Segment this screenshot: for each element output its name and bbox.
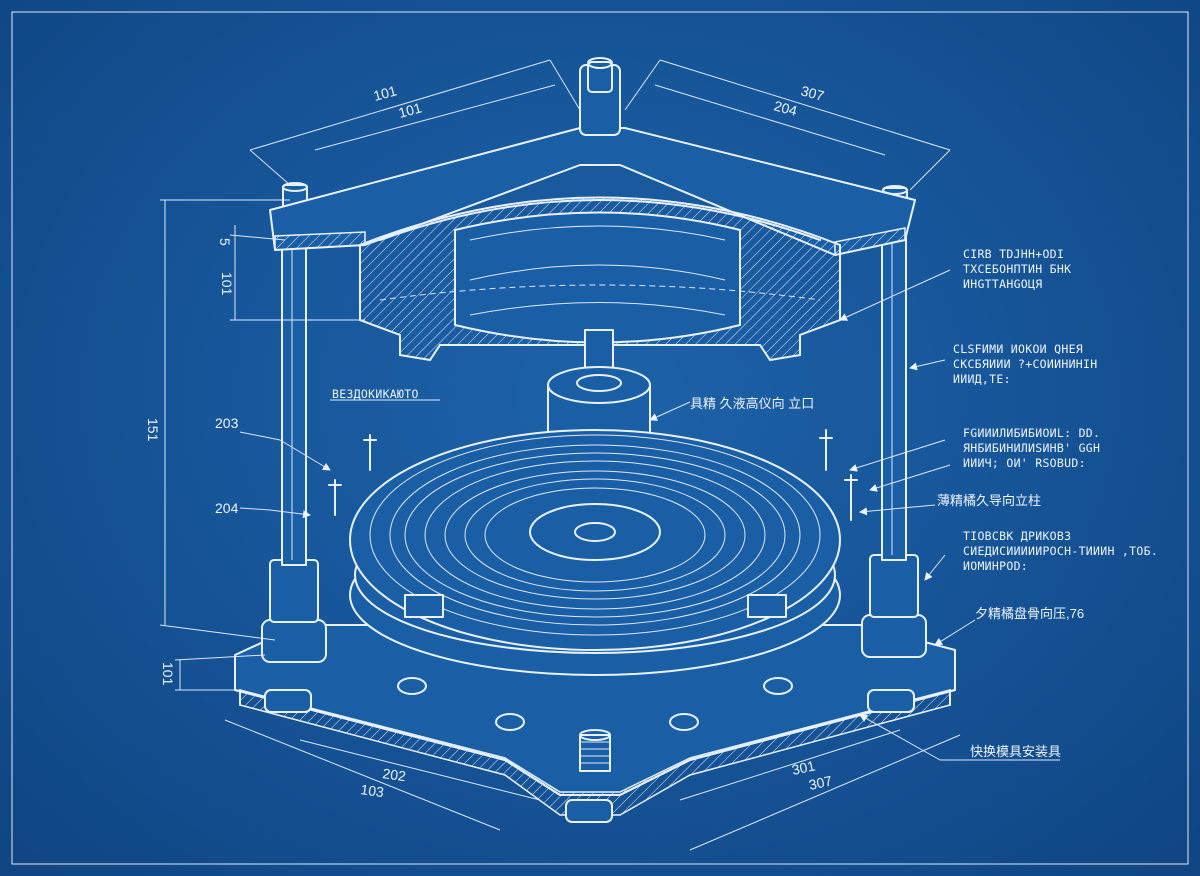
callout-center-label: 具精 久液高仪向 立口 xyxy=(690,396,814,411)
annotation-5-line-1: ТІОВСВК ДРИКОВЗ xyxy=(963,529,1071,543)
dim-bottom-right-inner: 301 xyxy=(790,757,816,778)
annotation-6: 夕精橘盘骨向压,76 xyxy=(975,606,1084,621)
clamp-right xyxy=(747,594,787,618)
base-hole-1 xyxy=(397,677,427,695)
dim-top-left-inner: 101 xyxy=(397,99,424,121)
annotation-1-line-2: ТХСЕБОНПТИН БНК xyxy=(963,262,1071,276)
annotation-2-line-2: СКСБЯИИИ ?+СОИИНИНІН xyxy=(953,357,1097,371)
callout-204: 204 xyxy=(215,500,239,516)
callout-203: 203 xyxy=(215,415,239,431)
guide-pillar-right xyxy=(861,185,927,658)
annotation-7: 快换模具安装具 xyxy=(970,744,1061,759)
annotation-3-line-3: ИИИЧ; ОИ' RSOBUD: xyxy=(963,456,1086,470)
base-hole-3 xyxy=(495,713,525,731)
annotation-5-line-3: ИОМИНРОD: xyxy=(963,559,1028,573)
dim-left-mid: 101 xyxy=(219,272,235,296)
upper-die xyxy=(359,196,841,362)
dim-bottom-left-outer: 103 xyxy=(360,781,386,800)
base-hole-2 xyxy=(763,677,793,695)
base-plate xyxy=(234,624,956,823)
annotation-1-line-3: ИНGТТАНGОЦЯ xyxy=(963,277,1042,291)
annotation-3-line-1: FGИИИЛИБИБИОИL: DD. xyxy=(963,426,1100,440)
annotation-1-line-1: CIRB TDJHH+ODI xyxy=(963,247,1064,261)
dim-bottom-left-inner: 202 xyxy=(382,765,408,784)
clamp-left xyxy=(404,594,444,618)
dim-left-small: 5 xyxy=(217,238,233,246)
annotation-2-line-1: CLSFИМИ ИОКОИ QНЕЯ xyxy=(953,342,1083,356)
guide-pillar-left xyxy=(261,182,327,663)
lower-die-plate xyxy=(349,429,841,676)
sheet-border xyxy=(11,11,1189,865)
annotation-2-line-3: ИИИД,ТЕ: xyxy=(953,372,1011,386)
foot-right xyxy=(867,689,915,713)
dim-left-base: 101 xyxy=(160,662,176,686)
annotation-4: 薄精橘久导向立柱 xyxy=(937,493,1041,508)
base-hole-4 xyxy=(669,713,699,731)
probe-pins xyxy=(328,429,858,521)
annotation-3-line-2: ЯНБИБИНИЛИSИНВ' GGH xyxy=(963,441,1100,455)
dim-top-right-inner: 204 xyxy=(772,97,799,119)
annotation-5-line-2: СИЕДИСИИИИИРОСН-ТИИИН ,ТОБ. xyxy=(963,544,1158,558)
leader-lines xyxy=(239,269,1060,761)
foot-front xyxy=(565,799,613,823)
dim-top-left-outer: 101 xyxy=(372,82,399,104)
dim-bottom-right-outer: 307 xyxy=(807,772,833,793)
dimension-lines xyxy=(159,59,961,851)
dim-left-tall: 151 xyxy=(145,418,161,442)
dim-top-right-outer: 307 xyxy=(799,82,826,104)
callout-left-label: ВЕЗДОКИКАЮТО xyxy=(332,387,419,401)
foot-left xyxy=(264,689,312,713)
